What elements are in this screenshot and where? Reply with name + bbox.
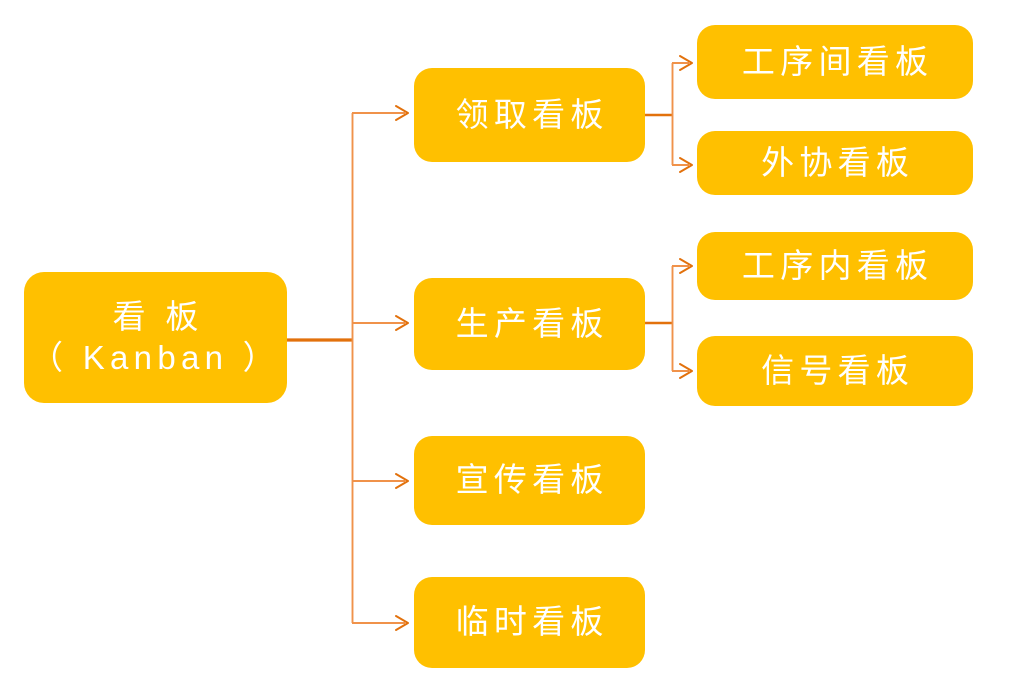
node-gongxunei-kanban[interactable]: 工序内看板 xyxy=(697,232,973,300)
edge-root-to-shengchan xyxy=(352,315,409,331)
edge-shengchan-to-gongxunei xyxy=(672,258,693,274)
edge-lingqu-to-gongxujian xyxy=(672,55,693,71)
edge-shengchan-to-xinhao xyxy=(672,363,693,379)
edge-lingqu-trunk xyxy=(645,63,674,165)
node-shengchan-kanban[interactable]: 生产看板 xyxy=(414,278,645,370)
node-lingqu-kanban[interactable]: 领取看板 xyxy=(414,68,645,162)
edge-lingqu-to-waixie xyxy=(672,157,693,173)
node-xinhao-kanban[interactable]: 信号看板 xyxy=(697,336,973,406)
node-gongxujian-kanban[interactable]: 工序间看板 xyxy=(697,25,973,99)
edge-root-to-lingqu xyxy=(352,105,409,121)
node-linshi-kanban[interactable]: 临时看板 xyxy=(414,577,645,668)
node-kanban-root[interactable]: 看 板 （ Kanban ） xyxy=(24,272,287,403)
edge-shengchan-trunk xyxy=(645,266,674,371)
node-waixie-kanban[interactable]: 外协看板 xyxy=(697,131,973,195)
edge-root-to-linshi xyxy=(352,615,409,631)
edge-root-to-xuanchuan xyxy=(352,473,409,489)
node-xuanchuan-kanban[interactable]: 宣传看板 xyxy=(414,436,645,525)
